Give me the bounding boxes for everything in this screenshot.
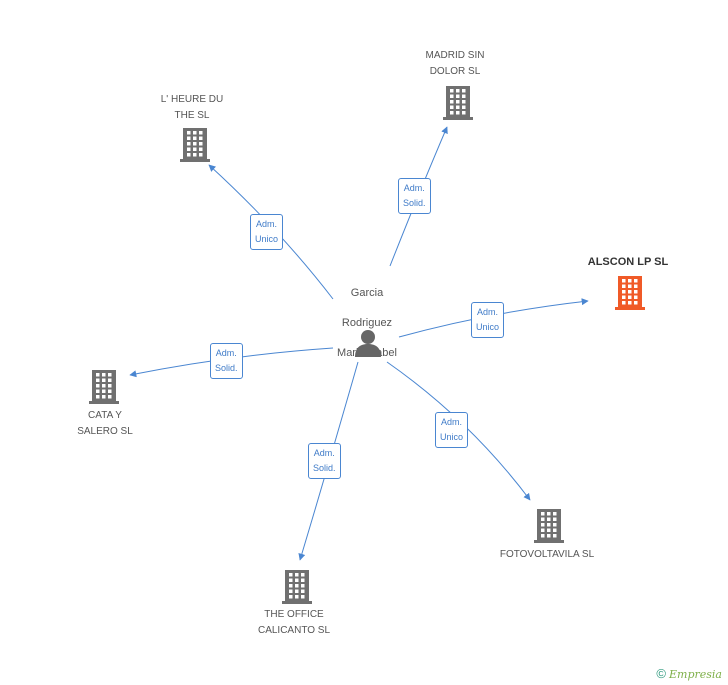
building-icon[interactable]: [282, 570, 312, 604]
footer-brand: © Empresia: [656, 666, 722, 681]
building-icon[interactable]: [89, 370, 119, 404]
company-name[interactable]: THE OFFICE CALICANTO SL: [257, 609, 331, 636]
role-label-lheure[interactable]: Adm. Unico: [250, 214, 284, 250]
role-label-madrid[interactable]: Adm. Solid.: [398, 178, 431, 214]
brand-logo: Empresia: [669, 668, 722, 681]
building-icon[interactable]: [443, 86, 473, 120]
company-name[interactable]: FOTOVOLTAVILA SL: [499, 549, 595, 560]
building-icon[interactable]: [180, 128, 210, 162]
role-label-fotov[interactable]: Adm. Unico: [435, 412, 469, 448]
role-label-alscon[interactable]: Adm. Unico: [471, 302, 505, 338]
company-name[interactable]: CATA Y SALERO SL: [77, 410, 133, 437]
company-name[interactable]: MADRID SIN DOLOR SL: [425, 50, 485, 77]
person-name-line-2: Rodriguez: [341, 317, 393, 329]
copyright-icon: ©: [656, 666, 666, 681]
building-icon[interactable]: [534, 509, 564, 543]
person-name-line-1: Garcia: [350, 287, 384, 299]
company-name-main[interactable]: ALSCON LP SL: [587, 256, 669, 268]
role-label-cata[interactable]: Adm. Solid.: [210, 343, 243, 379]
person-icon[interactable]: [353, 329, 383, 357]
role-label-office[interactable]: Adm. Solid.: [308, 443, 341, 479]
building-icon[interactable]: [615, 276, 645, 310]
company-name[interactable]: L' HEURE DU THE SL: [160, 94, 224, 121]
